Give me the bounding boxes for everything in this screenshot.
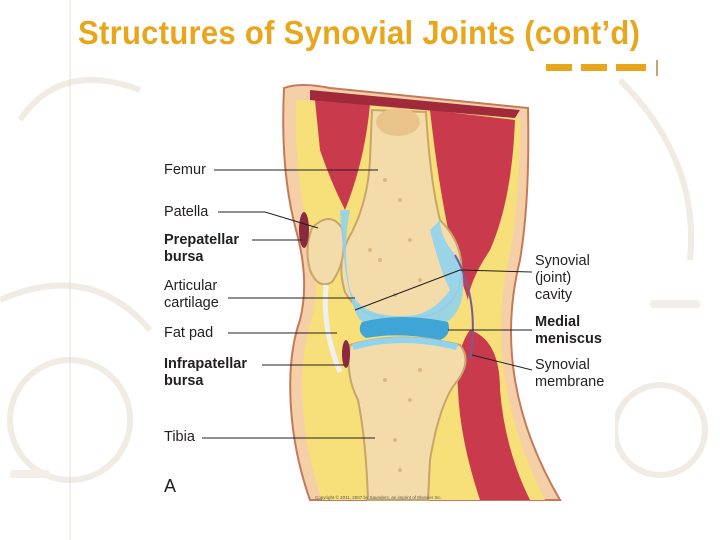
meniscus (359, 317, 449, 340)
label-synovial-membrane-line2: membrane (535, 374, 605, 390)
label-medial-meniscus-line2: meniscus (535, 331, 602, 347)
label-patella: Patella (164, 204, 209, 220)
label-infrapatellar-bursa-line2: bursa (164, 373, 204, 389)
calf-muscle (457, 330, 530, 500)
accent-bar (581, 64, 607, 71)
accent-bar (546, 64, 572, 71)
posterior-muscle (430, 110, 515, 300)
quadriceps-muscle (315, 100, 370, 210)
patellar-ligament (322, 284, 343, 373)
top-muscle (310, 90, 520, 118)
label-fat-pad: Fat pad (164, 325, 214, 341)
label-prepatellar-bursa-line1: Prepatellar (164, 232, 239, 248)
infrapatellar-bursa (342, 340, 350, 368)
label-synovial-cavity-line1: Synovial (535, 253, 590, 269)
slide-title: Structures of Synovial Joints (cont’d) (78, 14, 641, 51)
tibia-cartilage (352, 337, 458, 350)
accent-bar (616, 64, 646, 71)
copyright-notice: Copyright © 2011, 2007 by Saunders, an i… (315, 495, 442, 500)
prepatellar-bursa (299, 212, 309, 248)
label-tibia: Tibia (164, 429, 195, 445)
label-prepatellar-bursa-line2: bursa (164, 249, 204, 265)
label-synovial-membrane-line1: Synovial (535, 357, 590, 373)
label-femur: Femur (164, 162, 206, 178)
synovial-membrane-line (454, 254, 474, 361)
accent-tick (656, 60, 658, 76)
label-synovial-cavity-line2: (joint) (535, 270, 572, 286)
label-infrapatellar-bursa-line1: Infrapatellar (164, 356, 247, 372)
fat-pad (331, 290, 358, 342)
label-articular-cartilage-line1: Articular (164, 278, 218, 294)
panel-letter: A (164, 476, 177, 496)
synovial-cavity (340, 210, 464, 330)
label-medial-meniscus-line1: Medial (535, 314, 581, 330)
femur-marrow (376, 108, 420, 136)
label-synovial-cavity-line3: cavity (535, 287, 573, 303)
label-articular-cartilage-line2: cartilage (164, 295, 219, 311)
patella-bone (306, 218, 345, 286)
